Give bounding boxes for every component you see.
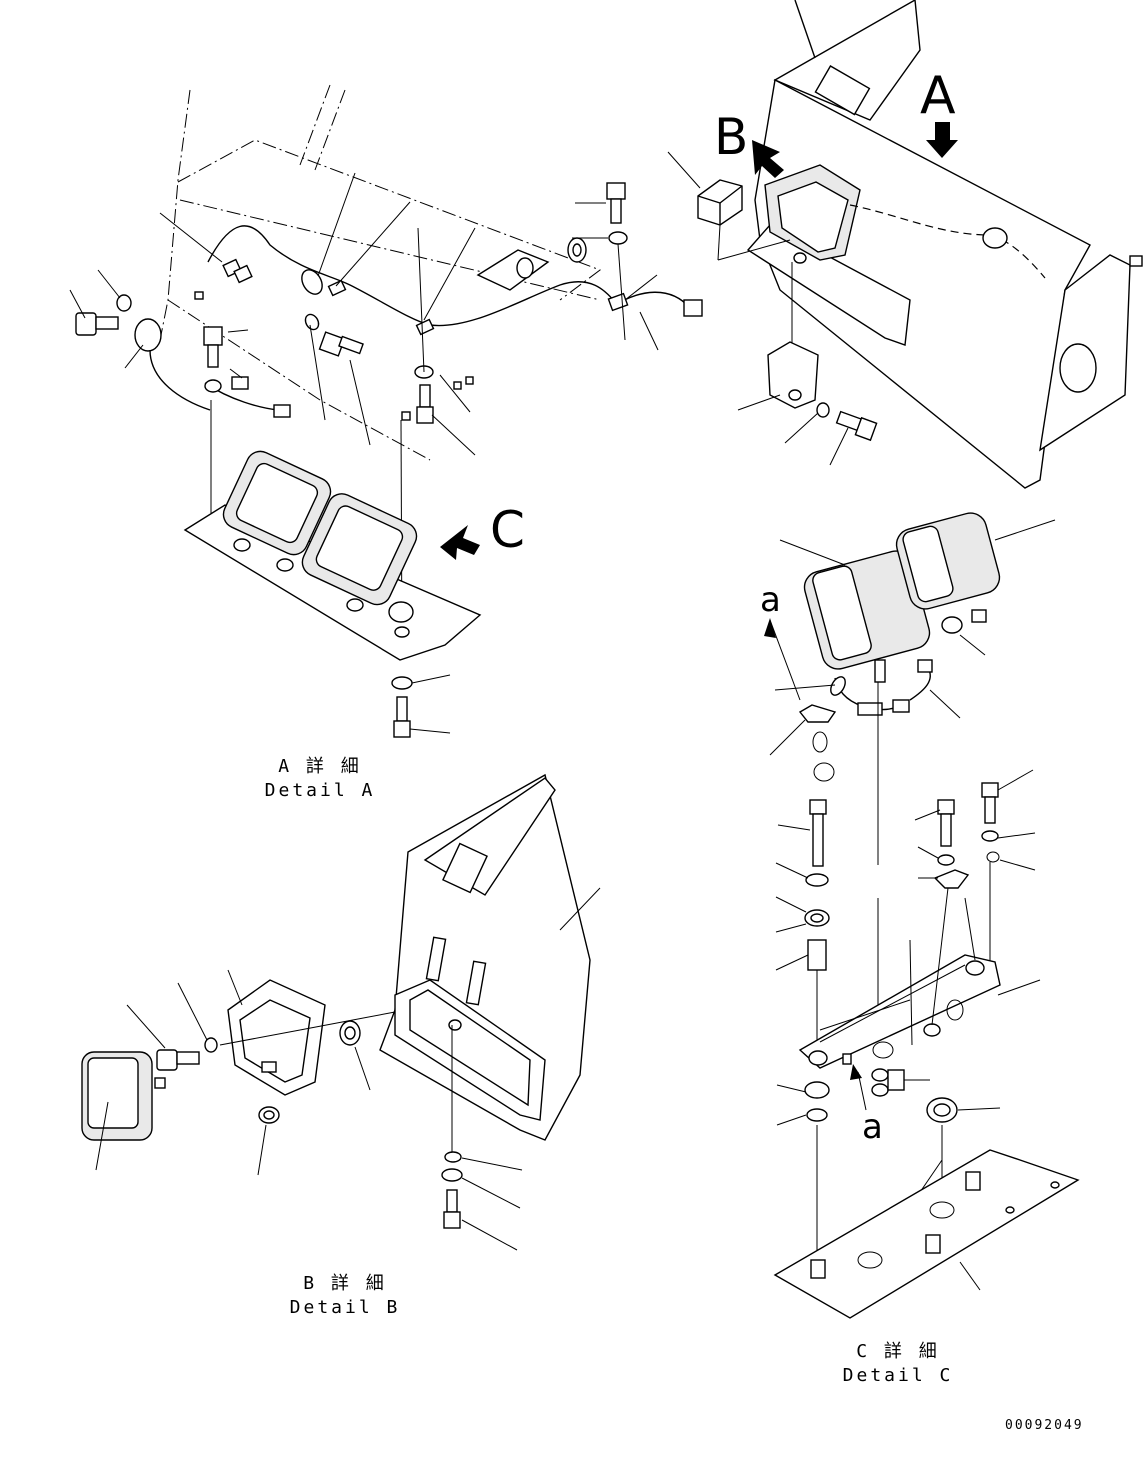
- caption-detail-c-jp: C 詳 細: [856, 1341, 940, 1362]
- view-label-b: B: [714, 108, 749, 166]
- caption-detail-c-en: Detail C: [842, 1365, 954, 1386]
- detail-a-drawing: [69, 84, 703, 738]
- view-label-a-small-top: a: [760, 580, 781, 620]
- view-label-a: A: [920, 66, 956, 126]
- caption-detail-b-jp: B 詳 細: [303, 1273, 387, 1294]
- bolt-a2: [203, 326, 223, 393]
- bolt-a3: [606, 182, 628, 341]
- document-number: 00092049: [1005, 1418, 1084, 1433]
- bolt-a4: [318, 331, 364, 357]
- caption-detail-a-en: Detail A: [264, 780, 376, 801]
- detail-b-drawing: [81, 773, 601, 1251]
- caption-detail-b-en: Detail B: [289, 1297, 401, 1318]
- bolt-a5: [414, 365, 434, 424]
- caption-detail-c: C 詳 細 Detail C: [828, 1340, 968, 1388]
- bolt-a1: [75, 294, 132, 336]
- caption-detail-a: A 詳 細 Detail A: [250, 755, 390, 803]
- caption-detail-a-jp: A 詳 細: [278, 756, 362, 777]
- detail-c-drawing: [764, 512, 1080, 1319]
- caption-detail-b: B 詳 細 Detail B: [275, 1272, 415, 1320]
- overview-drawing: [667, 0, 1143, 489]
- view-label-a-small-bottom: a: [862, 1107, 883, 1147]
- view-label-c: C: [490, 501, 525, 559]
